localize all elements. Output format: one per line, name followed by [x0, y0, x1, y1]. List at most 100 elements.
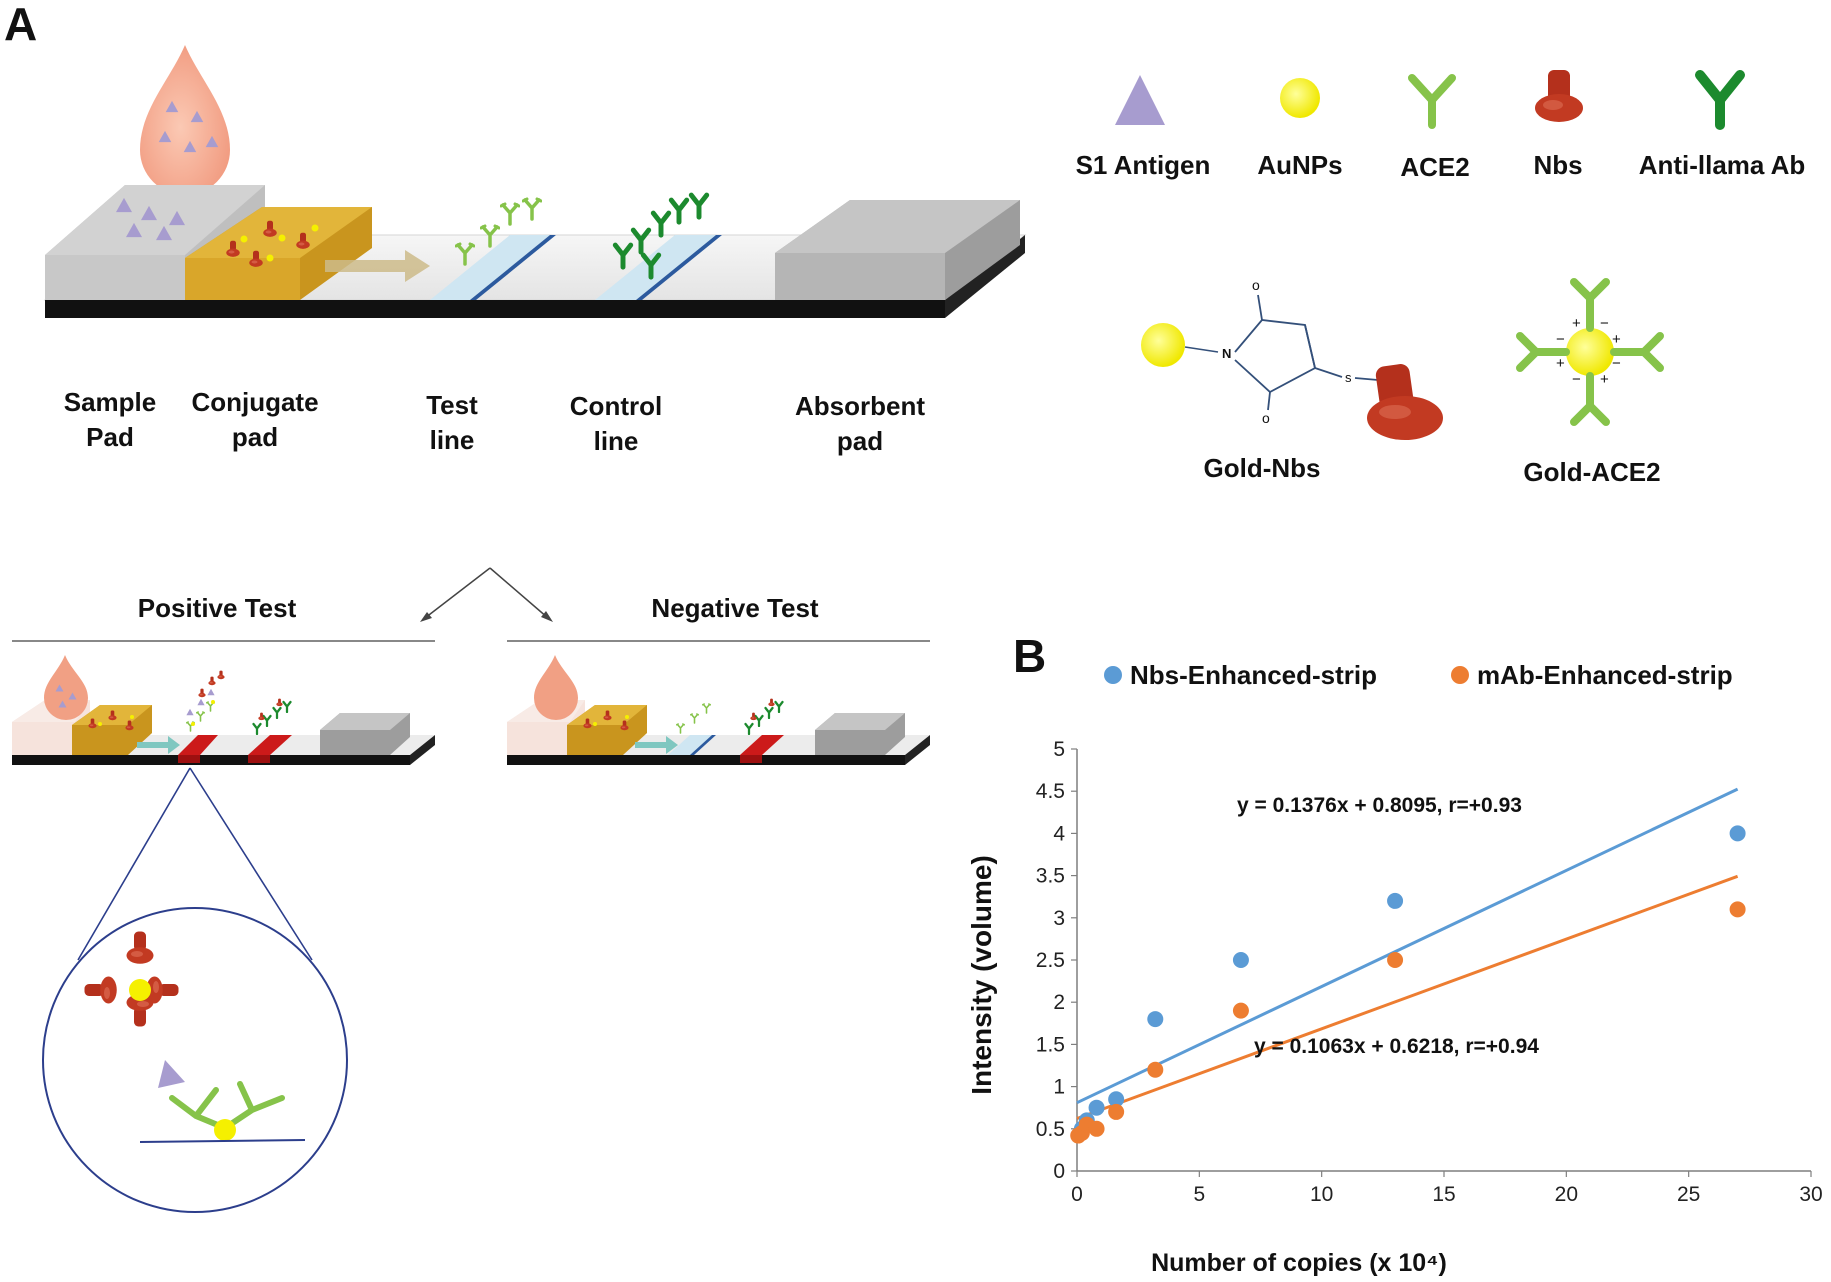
antigen-icon	[158, 1060, 185, 1088]
conjugate-pad-label-2: pad	[232, 422, 278, 452]
gold-nbs-conjugate: N o o s Gold-Nbs	[1141, 277, 1443, 483]
x-tick-label: 5	[1193, 1183, 1205, 1206]
gold-zoom-icon	[214, 1119, 236, 1141]
charge-8: −	[1556, 331, 1565, 348]
y-tick-label: 3.5	[1036, 865, 1065, 888]
legend-ace2: ACE2	[1400, 152, 1469, 182]
y-tick-label: 1.5	[1036, 1033, 1065, 1056]
legend-nbs: Nbs	[1533, 150, 1582, 180]
gold-ace2-conjugate: + − + − + − + − Gold-ACE2	[1516, 278, 1664, 487]
control-line-label-1: Control	[570, 391, 662, 421]
charge-3: +	[1612, 331, 1621, 348]
charge-2: −	[1600, 315, 1609, 332]
gold-nbs-complex-icon	[84, 931, 179, 1027]
charge-4: −	[1612, 355, 1621, 372]
branch-arrows	[420, 567, 553, 622]
fit-lines	[1076, 787, 1739, 1120]
legend-anti-llama-ab: Anti-llama Ab	[1639, 150, 1806, 180]
gold-nanoparticle-icon	[1280, 78, 1320, 118]
x-tick-label: 20	[1555, 1183, 1578, 1206]
fit-line-series-0	[1076, 787, 1739, 1105]
s1-antigen-icon	[1115, 75, 1165, 125]
nanobody-icon	[1535, 70, 1583, 122]
zoom-circle	[42, 907, 348, 1213]
ace2-top-icon	[1570, 278, 1610, 332]
y-tick-label: 3	[1053, 907, 1065, 930]
gold-ace2-label: Gold-ACE2	[1523, 457, 1660, 487]
test-line-label-1: Test	[426, 390, 478, 420]
charge-6: −	[1572, 371, 1581, 388]
data-point-series-1	[1147, 1061, 1164, 1078]
gold-nbs-label: Gold-Nbs	[1204, 453, 1321, 483]
atom-o-bottom: o	[1262, 410, 1270, 426]
legend-nbs-marker	[1104, 666, 1122, 684]
data-point-series-1	[1729, 901, 1746, 918]
component-legend: S1 Antigen AuNPs ACE2 Nbs Anti-llama Ab	[1076, 70, 1806, 182]
control-line-label-2: line	[594, 426, 639, 456]
charge-5: +	[1600, 371, 1609, 388]
positive-test-title: Positive Test	[138, 593, 297, 623]
legend-nbs-label: Nbs-Enhanced-strip	[1130, 660, 1377, 690]
panel-a-letter: A	[4, 0, 37, 50]
atom-n: N	[1222, 346, 1231, 361]
tick-labels: 0 5 10 15 20 25 30 0 0.5 1 1.5 2 2.5 3 3.5 4 4.5 5	[1036, 738, 1823, 1206]
data-point-series-1	[1232, 1002, 1249, 1019]
y-tick-label: 2.5	[1036, 949, 1065, 972]
charge-1: +	[1572, 315, 1581, 332]
panel-b-letter: B	[1013, 630, 1046, 682]
legend-mab-marker	[1451, 666, 1469, 684]
y-tick-label: 4	[1053, 822, 1065, 845]
sample-pad-label-1: Sample	[64, 387, 157, 417]
data-point-series-1	[1108, 1103, 1125, 1120]
y-tick-label: 5	[1053, 738, 1065, 761]
charge-7: +	[1556, 355, 1565, 372]
y-tick-label: 4.5	[1036, 780, 1065, 803]
legend-aunps: AuNPs	[1257, 150, 1342, 180]
ace2-icon	[1408, 74, 1456, 129]
fit-line-series-1	[1076, 874, 1739, 1120]
absorbent-pad-label-1: Absorbent	[795, 391, 925, 421]
data-point-series-0	[1088, 1099, 1105, 1116]
legend-s1-antigen: S1 Antigen	[1076, 150, 1211, 180]
y-tick-label: 1	[1053, 1076, 1065, 1099]
x-tick-label: 0	[1071, 1183, 1083, 1206]
data-point-series-0	[1387, 892, 1404, 909]
y-tick-label: 0.5	[1036, 1118, 1065, 1141]
y-tick-label: 2	[1053, 991, 1065, 1014]
x-tick-label: 15	[1432, 1183, 1455, 1206]
negative-strip	[507, 655, 930, 765]
nanobody-large-icon	[1367, 364, 1443, 440]
x-tick-label: 10	[1310, 1183, 1333, 1206]
x-tick-label: 25	[1677, 1183, 1700, 1206]
positive-strip	[12, 655, 435, 765]
scatter-chart: 0 5 10 15 20 25 30 0 0.5 1 1.5 2 2.5 3 3.5 4 4.5 5	[1036, 738, 1823, 1206]
data-point-series-1	[1088, 1120, 1105, 1137]
gold-particle-icon	[1566, 328, 1614, 376]
ace2-bottom-icon	[1570, 372, 1610, 426]
lateral-flow-strip	[43, 185, 1027, 318]
nbs-fit-equation: y = 0.1376x + 0.8095, r=+0.93	[1237, 794, 1522, 817]
zoom-cone	[77, 767, 313, 961]
conjugate-pad-label-1: Conjugate	[191, 387, 318, 417]
gold-particle-icon	[1141, 323, 1185, 367]
chart-legend: Nbs-Enhanced-strip mAb-Enhanced-strip	[1104, 660, 1733, 690]
strip-labels: Sample Pad Conjugate pad Test line Contr…	[64, 387, 926, 456]
sample-pad-label-2: Pad	[86, 422, 134, 452]
ace2-left-icon	[1516, 332, 1570, 372]
mab-fit-equation: y = 0.1063x + 0.6218, r=+0.94	[1254, 1035, 1539, 1058]
y-axis-label: Intensity (volume)	[966, 855, 997, 1095]
data-point-series-0	[1232, 952, 1249, 968]
legend-mab-label: mAb-Enhanced-strip	[1477, 660, 1733, 690]
chart-axes	[1071, 748, 1812, 1177]
ace2-right-icon	[1610, 332, 1664, 372]
negative-test-title: Negative Test	[651, 593, 818, 623]
x-tick-label: 30	[1799, 1183, 1822, 1206]
y-tick-label: 0	[1053, 1160, 1065, 1183]
atom-s: s	[1345, 370, 1352, 385]
sample-drop-icon	[140, 45, 230, 195]
data-points	[1070, 825, 1746, 1144]
data-point-series-0	[1108, 1091, 1125, 1108]
data-point-series-0	[1729, 825, 1746, 842]
data-point-series-1	[1387, 952, 1404, 968]
